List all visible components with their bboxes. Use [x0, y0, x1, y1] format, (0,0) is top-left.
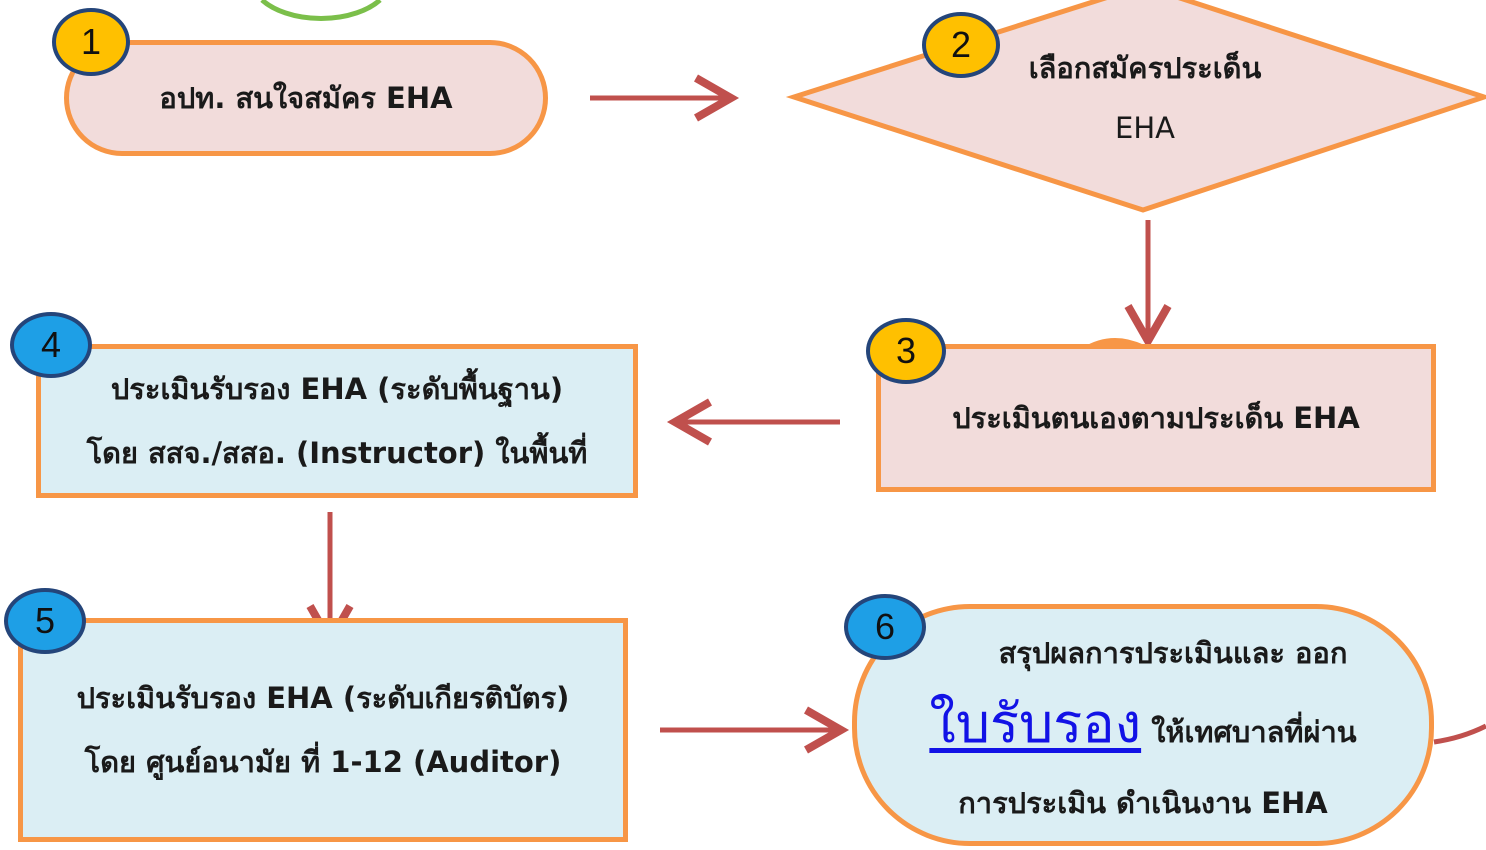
step-6-badge: 6 — [844, 594, 926, 660]
step-1-number: 1 — [80, 21, 102, 62]
step-2-line-1: เลือกสมัครประเด็น — [1028, 51, 1262, 85]
step-6-line-2-text: ให้เทศบาลที่ผ่าน — [1151, 715, 1357, 749]
step-4-box: ประเมินรับรอง EHA (ระดับพื้นฐาน) โดย สสจ… — [36, 344, 638, 498]
step-3-badge: 3 — [866, 318, 946, 384]
step-5-number: 5 — [34, 600, 56, 641]
step-5-line-2: โดย ศูนย์อนามัย ที่ 1-12 (Auditor) — [84, 745, 562, 779]
step-2-line-2: EHA — [1115, 111, 1175, 145]
step-3-number: 3 — [895, 330, 917, 371]
step-2-text-box: เลือกสมัครประเด็น EHA — [950, 38, 1340, 158]
step-5-box: ประเมินรับรอง EHA (ระดับเกียรติบัตร) โดย… — [18, 618, 628, 842]
step-2-badge: 2 — [922, 12, 1000, 78]
step-5-badge: 5 — [4, 588, 86, 654]
certificate-link[interactable]: ใบรับรอง — [929, 692, 1142, 755]
curve-fragment — [1433, 723, 1486, 745]
step-4-line-2: โดย สสจ./สสอ. (Instructor) ในพื้นที่ — [86, 436, 588, 470]
step-6-line-2: ใบรับรอง ให้เทศบาลที่ผ่าน — [929, 681, 1356, 775]
logo-fragment — [260, 0, 382, 21]
step-1-text: อปท. สนใจสมัคร EHA — [159, 81, 453, 115]
step-4-badge: 4 — [10, 312, 92, 378]
step-6-line-1: สรุปผลการประเมินและ ออก — [998, 636, 1348, 670]
step-6-number: 6 — [874, 606, 896, 647]
step-4-line-1: ประเมินรับรอง EHA (ระดับพื้นฐาน) — [110, 372, 564, 406]
step-6-line-3: การประเมิน ดำเนินงาน EHA — [958, 786, 1328, 820]
step-4-number: 4 — [40, 324, 62, 365]
step-3-text: ประเมินตนเองตามประเด็น EHA — [952, 401, 1360, 435]
step-1-badge: 1 — [52, 8, 130, 76]
step-6-box: สรุปผลการประเมินและ ออก ใบรับรอง ให้เทศบ… — [852, 604, 1434, 846]
step-5-line-1: ประเมินรับรอง EHA (ระดับเกียรติบัตร) — [76, 681, 570, 715]
step-2-number: 2 — [950, 24, 972, 65]
step-3-box: ประเมินตนเองตามประเด็น EHA — [876, 344, 1436, 492]
step-1-box: อปท. สนใจสมัคร EHA — [64, 40, 548, 156]
